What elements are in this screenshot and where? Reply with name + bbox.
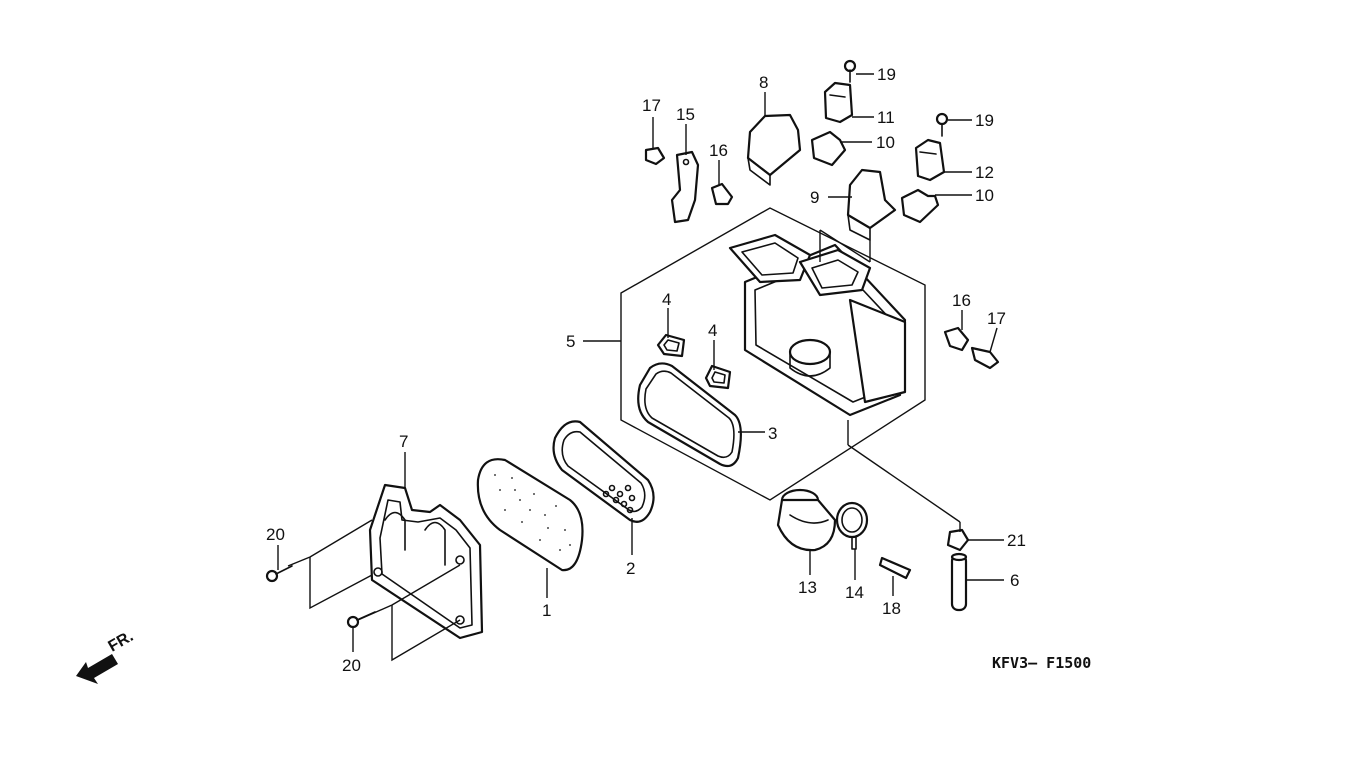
screw-19-upper — [843, 59, 857, 83]
band-screw — [878, 556, 912, 580]
air-cleaner-cover — [368, 483, 484, 640]
assembly-outline — [620, 207, 926, 501]
callout-9: 9 — [810, 188, 819, 207]
element-frame — [552, 420, 655, 523]
callout-11: 11 — [877, 108, 895, 127]
screw-20-left — [265, 565, 293, 583]
callout-8: 8 — [759, 73, 768, 92]
screw-19-lower — [935, 112, 949, 137]
case-lid-upper — [746, 113, 802, 186]
callout-19-lower: 19 — [975, 111, 994, 130]
air-cleaner-case — [728, 229, 907, 417]
holder-11 — [823, 81, 854, 124]
callout-17-right: 17 — [987, 309, 1006, 328]
callout-5: 5 — [566, 332, 575, 351]
callout-10-lower: 10 — [975, 186, 994, 205]
air-filter-element — [476, 458, 584, 572]
callout-20-left: 20 — [266, 525, 285, 544]
grommet-16-upper — [710, 182, 734, 206]
callout-16-upper: 16 — [709, 141, 728, 160]
seal-right — [704, 364, 732, 390]
holder-12 — [914, 138, 946, 182]
connecting-tube — [776, 488, 837, 552]
front-direction-label: FR. — [106, 628, 137, 656]
callout-16-right: 16 — [952, 291, 971, 310]
callout-12: 12 — [975, 163, 994, 182]
bolt-17-upper — [644, 146, 666, 166]
front-arrow-icon — [76, 654, 118, 684]
callout-2: 2 — [626, 559, 635, 578]
leader-lines — [277, 73, 1004, 662]
clip-lower — [900, 188, 940, 224]
case-lid-lower — [846, 168, 897, 241]
clip-upper — [810, 130, 847, 167]
callout-17-upper: 17 — [642, 96, 661, 115]
case-gasket — [637, 362, 742, 468]
diagram-code: KFV3— F1500 — [992, 654, 1091, 672]
seal-left — [656, 333, 686, 358]
callout-20-right: 20 — [342, 656, 361, 675]
grommet-16-right — [943, 326, 970, 352]
bracket-15 — [670, 150, 700, 224]
callout-18: 18 — [882, 599, 901, 618]
callout-4-right: 4 — [708, 321, 717, 340]
callout-4-left: 4 — [662, 290, 671, 309]
bolt-17-right — [970, 346, 1000, 370]
callout-13: 13 — [798, 578, 817, 597]
callout-10-upper: 10 — [876, 133, 895, 152]
callout-6: 6 — [1010, 571, 1019, 590]
drain-clip — [946, 522, 970, 552]
tube-band — [835, 501, 869, 550]
callout-7: 7 — [399, 432, 408, 451]
callout-14: 14 — [845, 583, 864, 602]
callout-21: 21 — [1007, 531, 1026, 550]
callout-3: 3 — [768, 424, 777, 443]
callout-1: 1 — [542, 601, 551, 620]
callout-15: 15 — [676, 105, 695, 124]
drain-tube — [950, 552, 968, 612]
callout-19-upper: 19 — [877, 65, 896, 84]
